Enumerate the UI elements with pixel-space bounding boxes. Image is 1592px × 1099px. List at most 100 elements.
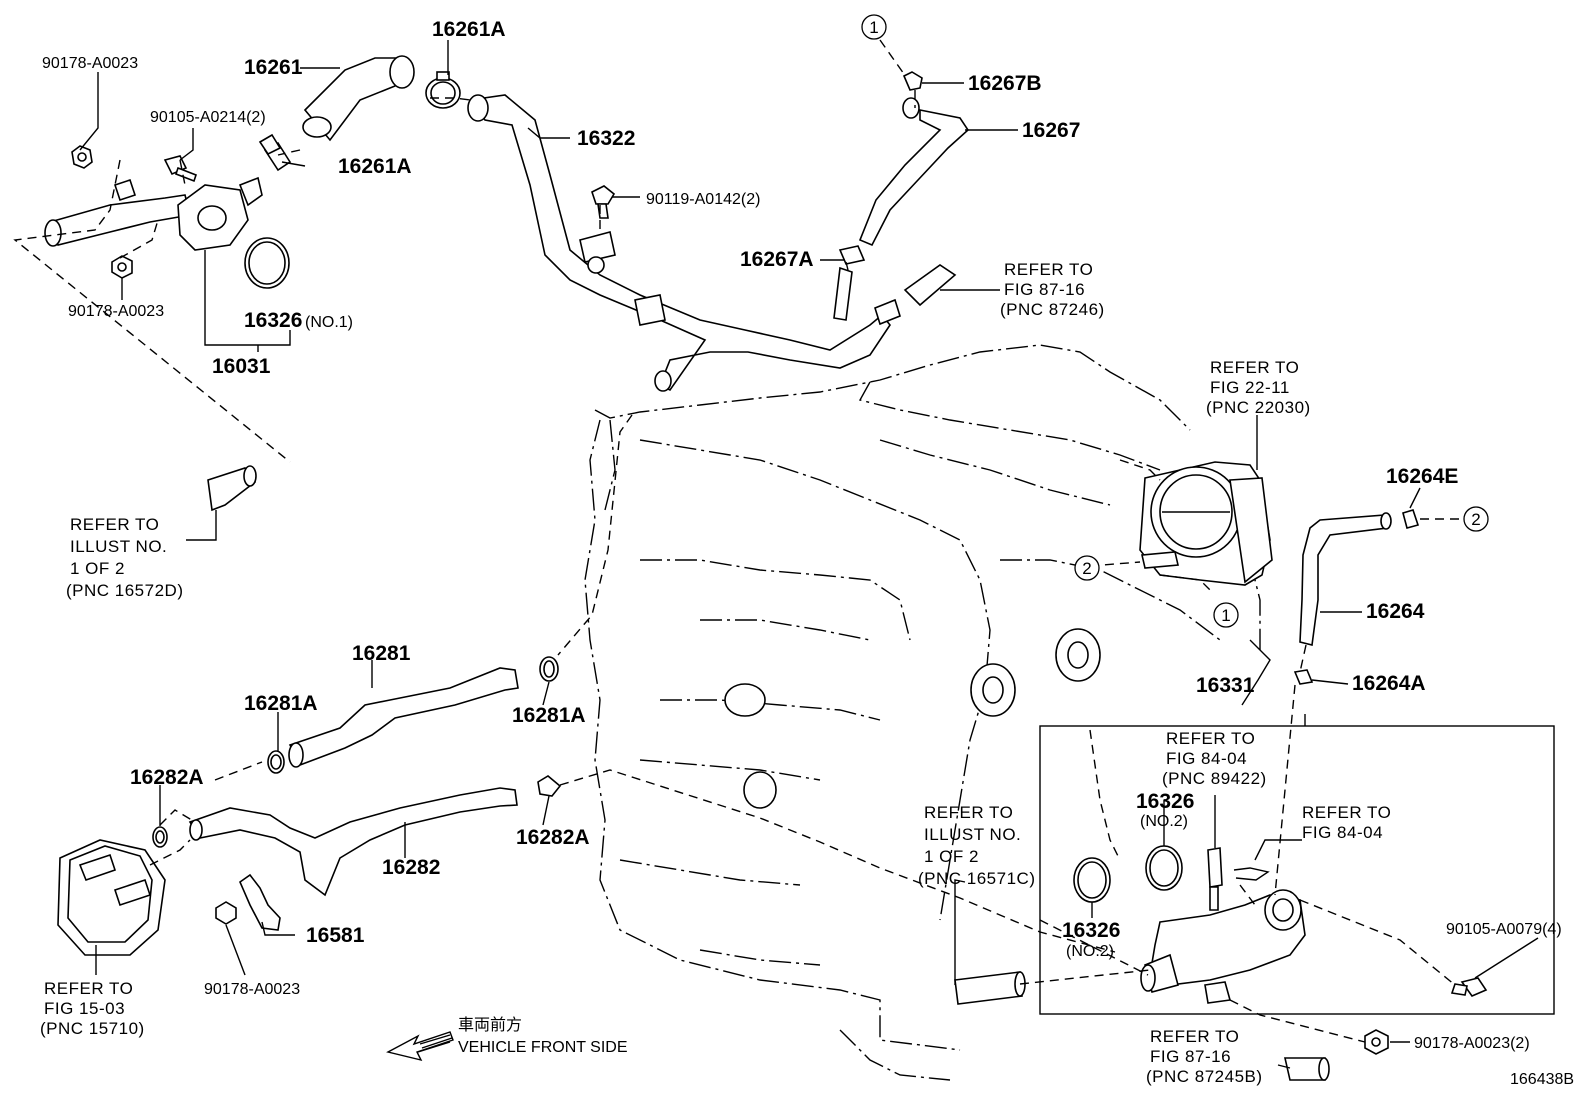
hose-16264 <box>1299 512 1392 646</box>
clamp-16282A-l <box>152 826 168 848</box>
svg-text:FIG 22-11: FIG 22-11 <box>1210 378 1290 397</box>
label-16264A: 16264A <box>1352 672 1426 695</box>
refer-fig-87-16-top: REFER TO FIG 87-16 (PNC 87246) <box>1000 260 1105 319</box>
clip-16264E <box>1402 509 1420 529</box>
label-16261A-top: 16261A <box>432 18 506 41</box>
gasket-16326-b <box>1145 845 1183 891</box>
label-90178-a0023-tl: 90178-A0023 <box>42 55 138 72</box>
pipe-16322 <box>467 94 891 392</box>
refer-fig-15-03: REFER TO FIG 15-03 (PNC 15710) <box>40 979 145 1038</box>
svg-text:REFER TO: REFER TO <box>1150 1027 1239 1046</box>
marker-2-right: 2 <box>1463 506 1489 532</box>
water-outlet-16331 <box>1140 889 1306 1004</box>
hose-16261 <box>302 55 415 142</box>
refer-fig-84-04-b: REFER TO FIG 84-04 <box>1302 803 1391 842</box>
sensor-clip <box>1233 867 1270 881</box>
label-16267: 16267 <box>1022 119 1080 142</box>
svg-text:ILLUST NO.: ILLUST NO. <box>70 537 167 556</box>
hose-stub-bottom <box>954 971 1330 1081</box>
svg-text:2: 2 <box>1471 510 1480 529</box>
svg-text:ILLUST NO.: ILLUST NO. <box>924 825 1021 844</box>
refer-illust-left: REFER TO ILLUST NO. 1 OF 2 (PNC 16572D) <box>66 515 183 600</box>
svg-text:2: 2 <box>1082 559 1091 578</box>
nut-90178-a0023-2 <box>1364 1029 1389 1055</box>
svg-text:REFER TO: REFER TO <box>1210 358 1299 377</box>
svg-text:FIG 87-16: FIG 87-16 <box>1004 280 1085 299</box>
label-90119-a0142: 90119-A0142(2) <box>646 191 760 208</box>
label-16326-b-suffix: (NO.2) <box>1140 813 1188 830</box>
vehicle-front-arrow-icon <box>386 1031 454 1062</box>
svg-text:(PNC 16571C): (PNC 16571C) <box>918 869 1036 888</box>
figure-id: 166438B <box>1510 1071 1574 1088</box>
marker-2-left: 2 <box>1074 555 1100 581</box>
gasket-16326-no1 <box>244 237 290 289</box>
pipe-stub-16267 <box>833 264 957 326</box>
label-16261A-mid: 16261A <box>338 155 412 178</box>
engine-phantom-outline <box>584 344 1261 1081</box>
clip-16267B <box>902 71 923 91</box>
label-16267B: 16267B <box>968 72 1042 95</box>
svg-text:1: 1 <box>1221 606 1230 625</box>
label-16322: 16322 <box>577 127 635 150</box>
marker-1-top: 1 <box>861 14 887 40</box>
label-16282: 16282 <box>382 856 440 879</box>
refer-illust-mid: REFER TO ILLUST NO. 1 OF 2 (PNC 16571C) <box>918 803 1036 888</box>
leader-lines <box>79 40 1539 1069</box>
svg-text:FIG 87-16: FIG 87-16 <box>1150 1047 1231 1066</box>
hose-16282 <box>188 787 518 897</box>
label-16031: 16031 <box>212 355 271 378</box>
nut-90178-bot <box>215 901 237 925</box>
dashed-connections <box>13 90 1460 1043</box>
clamp-16282A-r <box>537 775 562 797</box>
svg-text:(PNC 15710): (PNC 15710) <box>40 1019 145 1038</box>
label-16267A: 16267A <box>740 248 814 271</box>
label-16331: 16331 <box>1196 674 1255 697</box>
water-inlet-16031 <box>44 176 263 251</box>
nut-90178-tl <box>71 145 93 169</box>
label-16261: 16261 <box>244 56 303 79</box>
hose-16281 <box>288 667 519 768</box>
oil-cooler <box>57 839 166 956</box>
label-90178-a0023-l2: 90178-A0023 <box>68 303 164 320</box>
label-16264E: 16264E <box>1386 465 1458 488</box>
svg-text:REFER TO: REFER TO <box>70 515 159 534</box>
label-90178-a0023-2: 90178-A0023(2) <box>1414 1035 1530 1052</box>
clip-16264A <box>1293 669 1314 685</box>
hose-stub-left <box>207 465 257 512</box>
svg-text:(PNC 89422): (PNC 89422) <box>1162 769 1267 788</box>
refer-fig-22-11: REFER TO FIG 22-11 (PNC 22030) <box>1206 358 1310 417</box>
label-16281A-l: 16281A <box>244 692 318 715</box>
svg-text:REFER TO: REFER TO <box>1004 260 1093 279</box>
nut-90178-l2 <box>111 255 133 279</box>
label-16326-b: 16326 <box>1136 790 1194 813</box>
svg-text:REFER TO: REFER TO <box>44 979 133 998</box>
svg-text:(PNC 87246): (PNC 87246) <box>1000 300 1105 319</box>
clamp-16261A-mid <box>258 133 292 172</box>
svg-text:FIG 84-04: FIG 84-04 <box>1166 749 1247 768</box>
bracket-16581 <box>239 873 281 931</box>
clamp-16281A-r <box>539 656 559 682</box>
label-16282A-r: 16282A <box>516 826 590 849</box>
refer-fig-87-16-bot: REFER TO FIG 87-16 (PNC 87245B) <box>1146 1027 1262 1086</box>
svg-text:FIG 84-04: FIG 84-04 <box>1302 823 1383 842</box>
clamp-16261A-top <box>425 71 461 109</box>
bolt-90105-a0079 <box>1450 977 1488 997</box>
svg-text:1 OF 2: 1 OF 2 <box>70 559 125 578</box>
svg-text:FIG 15-03: FIG 15-03 <box>44 999 125 1018</box>
label-90178-a0023-bot: 90178-A0023 <box>204 981 300 998</box>
svg-text:1: 1 <box>869 18 878 37</box>
clip-16267A <box>838 245 866 265</box>
label-16326-c-suffix: (NO.2) <box>1066 943 1114 960</box>
vehicle-front-jp: 車両前方 <box>458 1016 522 1034</box>
throttle-body <box>1139 461 1273 586</box>
label-16326-no1-suffix: (NO.1) <box>305 314 353 331</box>
hose-16267 <box>858 97 970 247</box>
marker-1-mid: 1 <box>1213 602 1239 628</box>
label-16281: 16281 <box>352 642 411 665</box>
svg-text:REFER TO: REFER TO <box>924 803 1013 822</box>
svg-text:REFER TO: REFER TO <box>1166 729 1255 748</box>
label-16581: 16581 <box>306 924 365 947</box>
label-16326-no1: 16326 <box>244 309 302 332</box>
label-16326-c: 16326 <box>1062 919 1120 942</box>
label-16281A-r: 16281A <box>512 704 586 727</box>
